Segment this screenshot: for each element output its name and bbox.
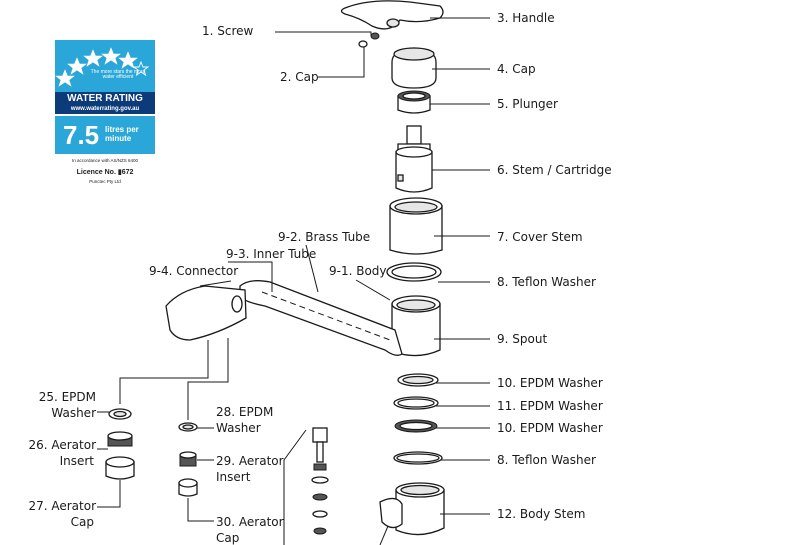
label-aerator-cap-30-line1: 30. Aerator xyxy=(216,515,284,529)
label-screw: 1. Screw xyxy=(202,24,254,38)
label-epdm-washer-28-line1: 28. EPDM xyxy=(216,405,274,419)
standard-text: In accordance with AS/NZS 6400 xyxy=(71,158,139,163)
star-icon xyxy=(67,57,87,75)
handle-part xyxy=(340,0,444,30)
star-icon xyxy=(55,69,75,87)
aerator-set-left xyxy=(105,408,135,480)
stem-cartridge-part xyxy=(395,125,433,193)
star-outline-icon xyxy=(132,60,150,77)
label-cover-stem: 7. Cover Stem xyxy=(497,230,583,244)
body-stem-part xyxy=(379,482,445,545)
label-cap: 4. Cap xyxy=(497,62,536,76)
stars-note: The more stars the more water efficient xyxy=(90,69,146,80)
label-teflon-washer-1: 8. Teflon Washer xyxy=(497,275,596,289)
label-aerator-cap-27-line1: 27. Aerator xyxy=(28,499,96,513)
lower-washers xyxy=(393,373,443,465)
screw-part xyxy=(370,32,380,40)
leader-lines xyxy=(97,17,490,522)
label-teflon-washer-2: 8. Teflon Washer xyxy=(497,453,596,467)
teflon-washer-part xyxy=(386,262,442,282)
label-aerator-insert-26-line2: Insert xyxy=(59,454,94,468)
label-epdm-washer-11: 11. EPDM Washer xyxy=(497,399,603,413)
label-epdm-washer-28-line2: Washer xyxy=(216,421,261,435)
label-plunger: 5. Plunger xyxy=(497,97,558,111)
cover-stem-part xyxy=(389,197,443,255)
star-icon xyxy=(118,51,138,69)
label-aerator-insert-26-line1: 26. Aerator xyxy=(28,438,96,452)
licence-number: Licence No. ▮672 xyxy=(76,169,134,176)
label-inner-tube: 9-3. Inner Tube xyxy=(226,247,317,261)
label-stem-cartridge: 6. Stem / Cartridge xyxy=(497,163,612,177)
spout-part xyxy=(165,280,441,357)
label-aerator-cap-27-line2: Cap xyxy=(70,515,94,529)
aerator-set-right xyxy=(178,422,198,497)
company-name: Punctec Pty Ltd xyxy=(89,179,121,184)
rating-value: 7.5 xyxy=(63,120,100,150)
label-connector: 9-4. Connector xyxy=(149,264,239,278)
label-epdm-washer-10a: 10. EPDM Washer xyxy=(497,376,603,390)
plunger-part xyxy=(397,90,431,114)
star-icons xyxy=(55,47,150,87)
label-brass-tube: 9-2. Brass Tube xyxy=(278,230,371,244)
label-aerator-cap-30-line2: Cap xyxy=(216,531,240,545)
water-rating-badge: The more stars the more water efficient … xyxy=(55,40,155,204)
label-body-stem: 12. Body Stem xyxy=(497,507,586,521)
rating-unit: litres per minute xyxy=(105,125,139,143)
badge-url: www.waterrating.gov.au xyxy=(55,105,155,114)
valve-shaft-part xyxy=(283,427,329,545)
star-rating-band: The more stars the more water efficient xyxy=(55,40,155,92)
rating-panel: 7.5 litres per minute xyxy=(55,116,155,154)
cap-part xyxy=(391,47,437,89)
label-epdm-washer-25-line2: Washer xyxy=(51,406,96,420)
label-body: 9-1. Body xyxy=(329,264,387,278)
label-aerator-insert-29-line1: 29. Aerator xyxy=(216,454,284,468)
small-cap-part xyxy=(358,40,368,48)
badge-title: WATER RATING xyxy=(55,92,155,105)
label-cap-small: 2. Cap xyxy=(280,70,319,84)
star-icon xyxy=(83,49,103,67)
label-aerator-insert-29-line2: Insert xyxy=(216,470,251,484)
label-handle: 3. Handle xyxy=(497,11,555,25)
label-epdm-washer-10b: 10. EPDM Washer xyxy=(497,421,603,435)
label-spout: 9. Spout xyxy=(497,332,548,346)
label-epdm-washer-25-line1: 25. EPDM xyxy=(38,390,96,404)
star-icon xyxy=(101,47,121,65)
